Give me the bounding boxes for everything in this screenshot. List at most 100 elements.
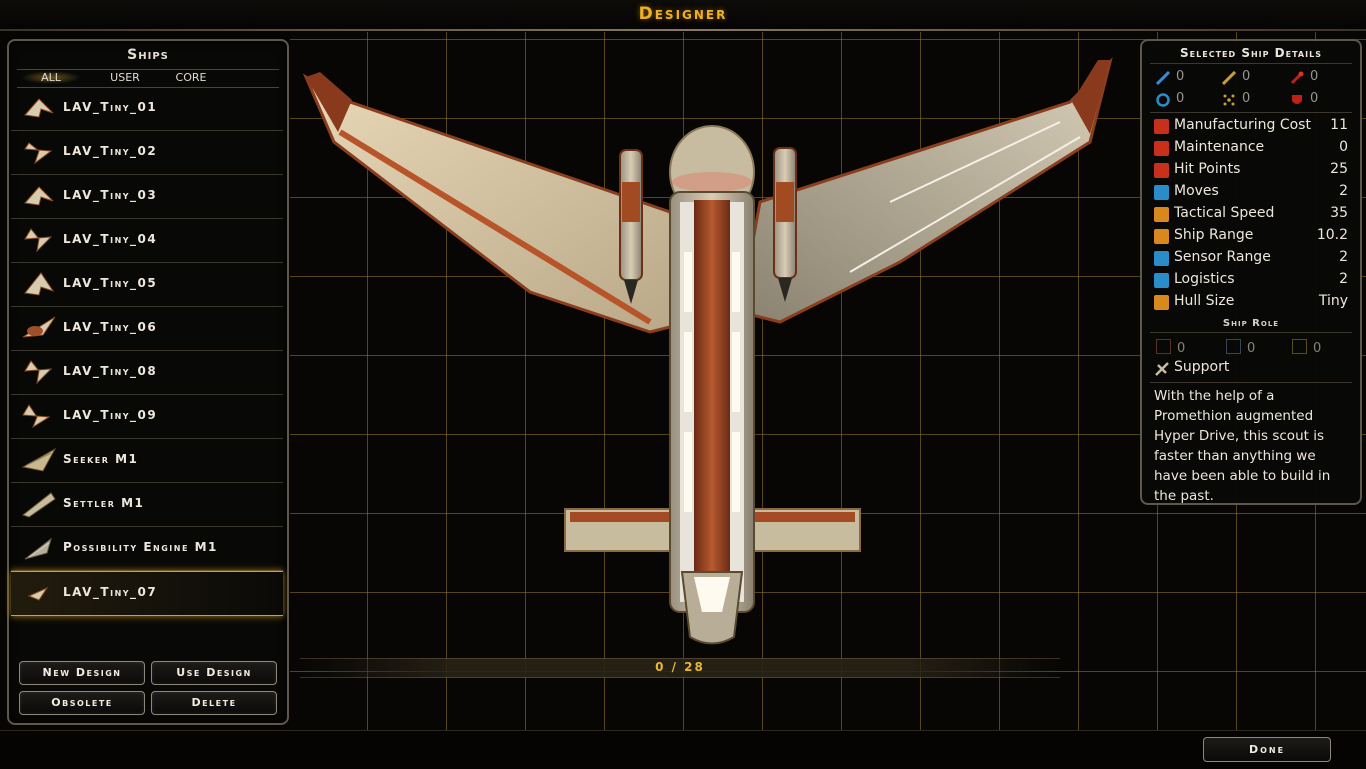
list-item[interactable]: LAV_Tiny_06: [11, 307, 283, 351]
escort-role-count: 0: [1226, 339, 1255, 356]
list-item[interactable]: LAV_Tiny_03: [11, 175, 283, 219]
ship-thumbnail-icon: [24, 228, 53, 253]
stat-manufacturing-cost: Manufacturing Cost 11: [1154, 117, 1348, 137]
stat-value: 2: [1339, 249, 1348, 265]
support-role-icon: [1155, 362, 1169, 376]
tab-core[interactable]: CORE: [175, 71, 207, 84]
stat-label: Tactical Speed: [1174, 205, 1275, 221]
role-counts: 0 0 0: [1156, 339, 1346, 356]
attack-role-icon: [1156, 339, 1171, 354]
missile-weapon-icon: [1290, 71, 1304, 85]
role-divider: [1150, 332, 1352, 333]
point-defense-stat: 0: [1222, 91, 1282, 108]
manufacturing-icon: [1154, 119, 1169, 134]
weapons-row: 0 0 0: [1156, 69, 1346, 86]
stats-divider: [1150, 112, 1352, 113]
stat-label: Hit Points: [1174, 161, 1241, 177]
stat-logistics: Logistics 2: [1154, 271, 1348, 291]
list-item[interactable]: LAV_Tiny_05: [11, 263, 283, 307]
sensor-range-icon: [1154, 251, 1169, 266]
shield-defense-value: 0: [1176, 91, 1185, 106]
tab-user[interactable]: USER: [110, 71, 140, 84]
stat-sensor-range: Sensor Range 2: [1154, 249, 1348, 269]
attack-role-count: 0: [1156, 339, 1185, 356]
stat-label: Manufacturing Cost: [1174, 117, 1311, 133]
stat-value: 2: [1339, 271, 1348, 287]
beam-weapon-stat: 0: [1156, 69, 1216, 86]
ship-name: LAV_Tiny_05: [63, 276, 158, 290]
ship-model-view[interactable]: [290, 32, 1366, 730]
ship-thumbnail-icon: [22, 316, 56, 338]
stat-value: 0: [1339, 139, 1348, 155]
obsolete-button[interactable]: Obsolete: [19, 691, 145, 715]
stat-value: 35: [1330, 205, 1348, 221]
ship-name: Seeker M1: [63, 452, 139, 466]
tab-all[interactable]: ALL: [21, 71, 81, 84]
ship-name: LAV_Tiny_01: [63, 100, 158, 114]
ship-thumbnail-icon: [22, 404, 51, 429]
description-divider: [1150, 382, 1352, 383]
component-capacity-bar: 0 / 28: [300, 658, 1060, 678]
guardian-role-count: 0: [1292, 339, 1321, 356]
ship-list: LAV_Tiny_01 LAV_Tiny_02 LAV_Tiny_03 LAV_…: [11, 87, 283, 616]
ship-role-label: Support: [1174, 359, 1230, 375]
delete-button[interactable]: Delete: [151, 691, 277, 715]
armor-defense-value: 0: [1310, 91, 1319, 106]
ship-details-panel: Selected Ship Details 0 0 0 0 0 0: [1140, 39, 1362, 505]
ship-role-heading: Ship Role: [1222, 318, 1280, 329]
maintenance-icon: [1154, 141, 1169, 156]
stat-value: 2: [1339, 183, 1348, 199]
list-item[interactable]: Seeker M1: [11, 439, 283, 483]
shield-defense-stat: 0: [1156, 91, 1216, 108]
stat-label: Maintenance: [1174, 139, 1265, 155]
ship-name: LAV_Tiny_07: [63, 585, 158, 599]
stat-maintenance: Maintenance 0: [1154, 139, 1348, 159]
new-design-button[interactable]: New Design: [19, 661, 145, 685]
done-button[interactable]: Done: [1203, 737, 1331, 762]
defenses-row: 0 0 0: [1156, 91, 1346, 108]
stat-value: Tiny: [1318, 293, 1348, 309]
capacity-text: 0 / 28: [655, 660, 705, 674]
ship-name: LAV_Tiny_02: [63, 144, 158, 158]
list-item[interactable]: LAV_Tiny_02: [11, 131, 283, 175]
list-item[interactable]: LAV_Tiny_04: [11, 219, 283, 263]
details-divider: [1150, 63, 1352, 64]
stat-label: Logistics: [1174, 271, 1235, 287]
ship-thumbnail-icon: [27, 586, 49, 601]
ship-role: Support: [1154, 359, 1344, 379]
list-item[interactable]: Possibility Engine M1: [11, 527, 283, 571]
ship-thumbnail-icon: [24, 360, 53, 385]
list-item[interactable]: LAV_Tiny_01: [11, 87, 283, 131]
stat-label: Ship Range: [1174, 227, 1254, 243]
missile-weapon-value: 0: [1310, 69, 1319, 84]
ship-thumbnail-icon: [24, 537, 52, 560]
hull-size-icon: [1154, 295, 1169, 310]
ship-thumbnail-icon: [24, 186, 54, 206]
escort-role-icon: [1226, 339, 1241, 354]
kinetic-weapon-value: 0: [1242, 69, 1251, 84]
hit-points-icon: [1154, 163, 1169, 178]
list-item[interactable]: LAV_Tiny_09: [11, 395, 283, 439]
stat-tactical-speed: Tactical Speed 35: [1154, 205, 1348, 225]
use-design-button[interactable]: Use Design: [151, 661, 277, 685]
stat-moves: Moves 2: [1154, 183, 1348, 203]
stat-label: Moves: [1174, 183, 1219, 199]
ship-name: LAV_Tiny_09: [63, 408, 158, 422]
beam-weapon-value: 0: [1176, 69, 1185, 84]
ship-thumbnail-icon: [24, 272, 55, 296]
stat-hull-size: Hull Size Tiny: [1154, 293, 1348, 313]
stat-value: 25: [1330, 161, 1348, 177]
heading-divider: [17, 69, 279, 70]
ship-thumbnail-icon: [21, 447, 57, 472]
tactical-speed-icon: [1154, 207, 1169, 222]
ship-name: LAV_Tiny_08: [63, 364, 158, 378]
stat-hit-points: Hit Points 25: [1154, 161, 1348, 181]
kinetic-weapon-icon: [1222, 71, 1236, 85]
stat-ship-range: Ship Range 10.2: [1154, 227, 1348, 247]
ships-panel: Ships ALL USER CORE LAV_Tiny_01 LAV_Tiny…: [7, 39, 289, 725]
stat-value: 11: [1330, 117, 1348, 133]
list-item[interactable]: LAV_Tiny_08: [11, 351, 283, 395]
stat-label: Sensor Range: [1174, 249, 1271, 265]
list-item-selected[interactable]: LAV_Tiny_07: [11, 571, 283, 616]
list-item[interactable]: Settler M1: [11, 483, 283, 527]
